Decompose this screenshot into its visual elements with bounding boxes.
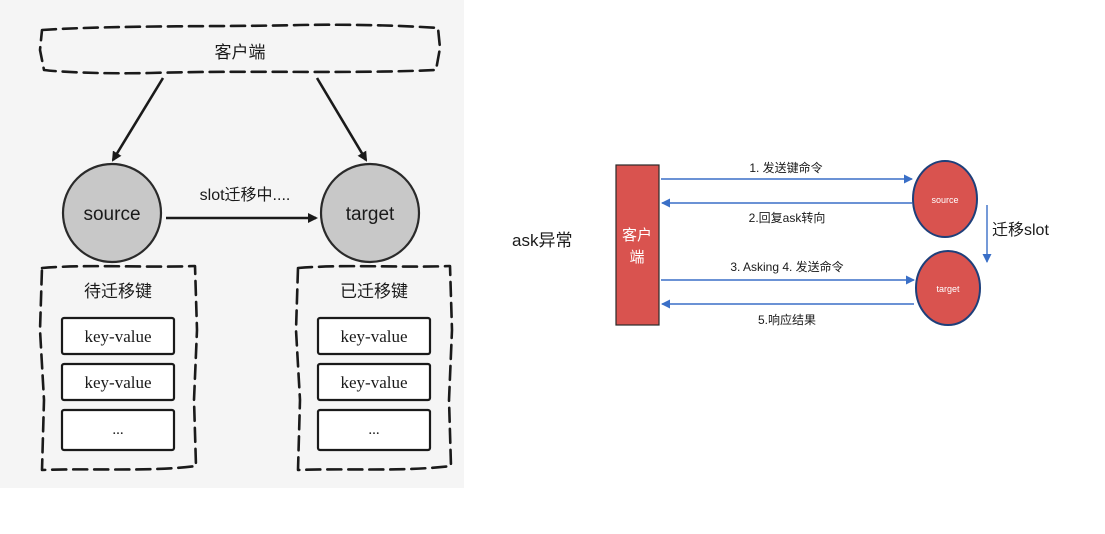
source-group-title: 待迁移键 [84, 282, 152, 301]
step2-label: 2.回复ask转向 [749, 210, 826, 225]
source-kv-text-1: key-value [84, 327, 151, 346]
source-kv-box-2 [60, 362, 176, 402]
source-node-label: source [83, 204, 140, 225]
source-key-group [38, 264, 199, 472]
target-group-title: 已迁移键 [340, 282, 408, 301]
client-to-source-arrow [111, 77, 165, 162]
client-box [38, 23, 442, 75]
step3-label: 3. Asking 4. 发送命令 [730, 259, 843, 274]
target-kv-text-1: key-value [340, 327, 407, 346]
client-rect [615, 164, 660, 326]
client-to-target-arrow [315, 77, 368, 162]
source-kv-box-1 [60, 316, 176, 356]
ask-exception-caption: ask异常 [512, 231, 572, 250]
target-node [319, 162, 421, 264]
right-source-node [912, 160, 978, 238]
right-source-label: source [931, 195, 958, 205]
client-label: 客户端 [215, 43, 266, 62]
migrate-slot-label: 迁移slot [992, 221, 1049, 239]
client-rect-label-line1: 客户 [622, 227, 652, 244]
left-diagram: 客户端 source target slot迁移中.... 待迁移键 key-v… [38, 23, 454, 472]
right-target-label: target [936, 284, 960, 294]
target-kv-box-3 [316, 408, 432, 452]
migrating-label: slot迁移中.... [200, 186, 291, 204]
client-rect-label-line2: 端 [629, 249, 644, 266]
step5-label: 5.响应结果 [758, 312, 816, 327]
target-kv-text-3: ... [368, 422, 379, 438]
source-node [61, 162, 163, 264]
target-kv-box-1 [316, 316, 432, 356]
source-kv-text-3: ... [112, 422, 123, 438]
target-kv-text-2: key-value [340, 373, 407, 392]
source-kv-text-2: key-value [84, 373, 151, 392]
right-target-node [915, 250, 981, 326]
target-node-label: target [346, 204, 395, 225]
step1-label: 1. 发送键命令 [749, 160, 822, 175]
target-kv-box-2 [316, 362, 432, 402]
source-kv-box-3 [60, 408, 176, 452]
